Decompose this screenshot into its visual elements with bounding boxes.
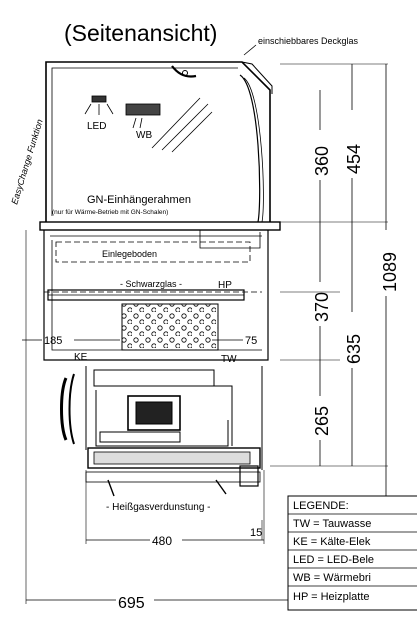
label-wb: WB	[136, 130, 152, 141]
drawing-title: (Seitenansicht)	[64, 20, 217, 46]
led-lamp	[84, 95, 114, 115]
legend-item-wb: WB = Wärmebri	[293, 572, 371, 584]
insulation-block	[121, 303, 219, 351]
label-gn-frame: GN-Einhängerahmen	[87, 194, 191, 206]
dim-265: 265	[312, 406, 332, 436]
legend-item-hp: HP = Heizplatte	[293, 591, 370, 603]
label-black-glass: - Schwarzglas -	[120, 279, 182, 289]
dim-75: 75	[245, 335, 257, 347]
dim-15: 15	[250, 527, 262, 539]
dim-360: 360	[312, 146, 332, 176]
label-gn-note: (nur für Wärme-Betrieb mit GN-Schalen)	[52, 209, 168, 216]
label-easychange: EasyChange Funktion	[9, 118, 44, 206]
heat-bridge	[125, 103, 161, 129]
black-glass	[47, 289, 245, 301]
dim-695: 695	[118, 595, 145, 612]
glass-leader	[243, 44, 257, 56]
dim-635: 635	[344, 334, 364, 364]
legend-item-led: LED = LED-Bele	[293, 554, 374, 566]
legend: LEGENDE: TW = Tauwasse KE = Kälte-Elek L…	[287, 495, 417, 611]
label-glass: einschiebbares Deckglas	[258, 36, 359, 46]
label-led: LED	[87, 121, 106, 132]
dim-185: 185	[44, 335, 62, 347]
label-hp: HP	[218, 280, 232, 291]
counter-frame	[39, 221, 281, 361]
hood	[45, 61, 273, 223]
refrigeration-unit	[60, 366, 263, 497]
label-tw: TW	[221, 354, 237, 365]
label-ke: KE	[74, 352, 88, 363]
label-shelf: Einlegeboden	[102, 249, 157, 259]
dim-370: 370	[312, 292, 332, 322]
label-hot-gas: - Heißgasverdunstung -	[106, 502, 211, 513]
dim-480: 480	[152, 534, 172, 548]
legend-item-tw: TW = Tauwasse	[293, 518, 371, 530]
legend-title: LEGENDE:	[293, 500, 349, 512]
legend-item-ke: KE = Kälte-Elek	[293, 536, 371, 548]
dim-1089: 1089	[380, 252, 400, 292]
dim-454: 454	[344, 144, 364, 174]
